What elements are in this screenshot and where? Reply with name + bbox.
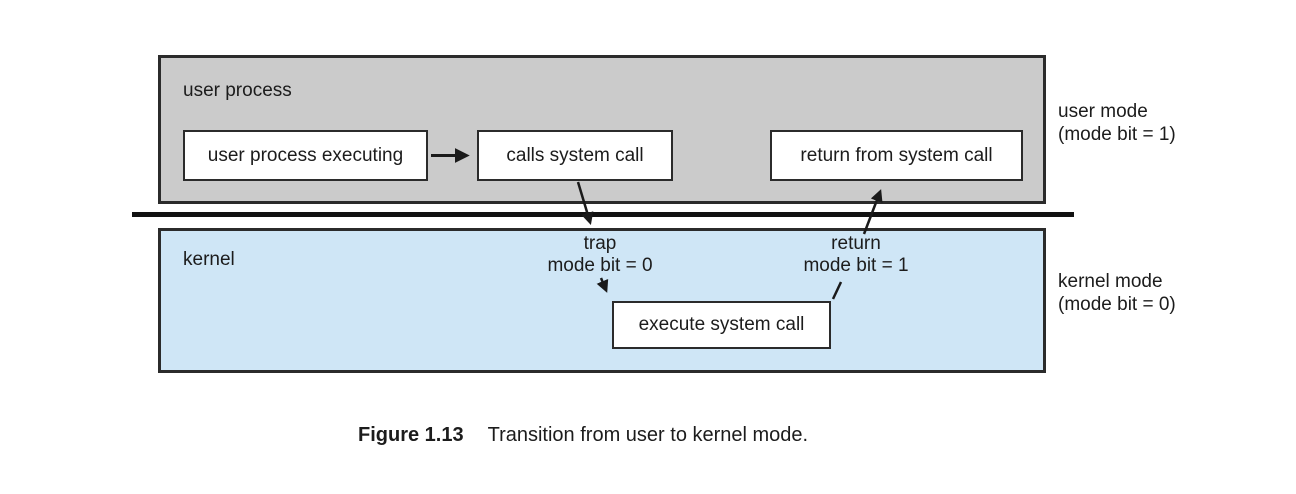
box-execute-system-call: execute system call (612, 301, 831, 349)
figure-caption: Figure 1.13 Transition from user to kerne… (358, 423, 808, 448)
kernel-mode-label-line1: kernel mode (1058, 271, 1163, 292)
return-label-line1: return (831, 233, 881, 254)
trap-label-line1: trap (583, 233, 617, 254)
kernel-mode-label: kernel mode (mode bit = 0) (1058, 270, 1176, 316)
user-process-region-label: user process (183, 80, 292, 101)
box-return-from-system-call: return from system call (770, 130, 1023, 181)
kernel-region-label: kernel (183, 249, 235, 270)
figure-caption-number: Figure 1.13 (358, 424, 464, 446)
return-label: return mode bit = 1 (756, 233, 956, 277)
box-calls-system-call: calls system call (477, 130, 673, 181)
kernel-mode-label-line2: (mode bit = 0) (1058, 294, 1176, 315)
kernel-region: kernel (158, 228, 1046, 373)
user-mode-label-line2: (mode bit = 1) (1058, 124, 1176, 145)
figure-caption-text: Transition from user to kernel mode. (487, 424, 809, 446)
user-mode-label: user mode (mode bit = 1) (1058, 100, 1176, 146)
box-user-process-executing: user process executing (183, 130, 428, 181)
trap-label-line2: mode bit = 0 (547, 255, 653, 276)
trap-label: trap mode bit = 0 (500, 233, 700, 277)
user-mode-label-line1: user mode (1058, 101, 1148, 122)
mode-boundary-line (132, 212, 1074, 217)
return-label-line2: mode bit = 1 (803, 255, 909, 276)
